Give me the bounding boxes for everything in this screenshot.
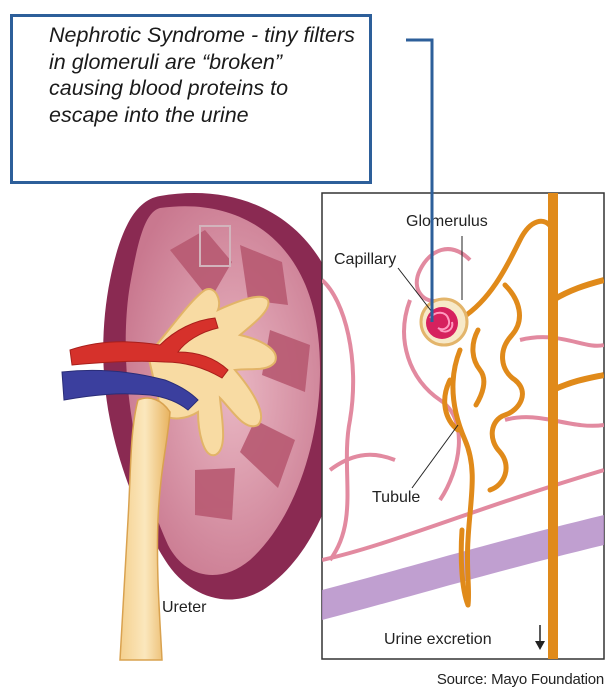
nephron-inset: Glomerulus Capillary Tubule Urine excret…: [322, 193, 604, 659]
label-urine-excretion: Urine excretion: [384, 631, 492, 648]
label-ureter: Ureter: [162, 599, 207, 616]
source-credit: Source: Mayo Foundation: [437, 671, 604, 688]
label-tubule: Tubule: [372, 489, 420, 506]
kidney-illustration: [62, 193, 349, 660]
callout-text: Nephrotic Syndrome - tiny filters in glo…: [49, 23, 355, 127]
label-capillary: Capillary: [334, 251, 396, 268]
label-glomerulus: Glomerulus: [406, 213, 488, 230]
callout-box: Nephrotic Syndrome - tiny filters in glo…: [10, 14, 372, 184]
